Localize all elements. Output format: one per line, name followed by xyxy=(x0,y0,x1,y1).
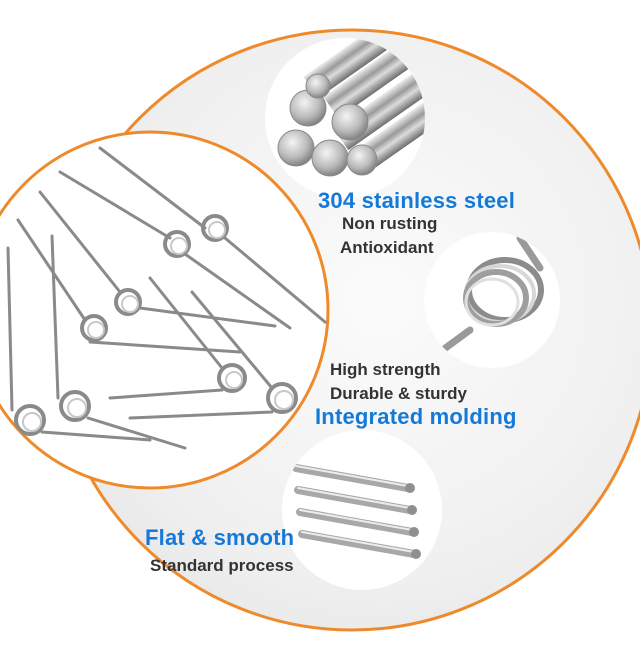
feature-line-high-strength: High strength xyxy=(330,360,441,379)
steel-rods-bundle-image xyxy=(265,38,425,198)
torsion-springs-product-image xyxy=(0,130,330,490)
feature-title-flat-smooth: Flat & smooth xyxy=(145,525,295,550)
feature-line-non-rusting: Non rusting xyxy=(342,214,438,233)
feature-title-stainless-steel: 304 stainless steel xyxy=(318,188,516,213)
feature-title-integrated-molding: Integrated molding xyxy=(315,404,517,429)
torsion-coil-spring-image xyxy=(424,232,560,368)
feature-line-antioxidant: Antioxidant xyxy=(340,238,434,257)
feature-line-durable-sturdy: Durable & sturdy xyxy=(330,384,467,403)
steel-wire-rods-image xyxy=(282,430,442,590)
feature-line-standard-process: Standard process xyxy=(150,556,294,575)
